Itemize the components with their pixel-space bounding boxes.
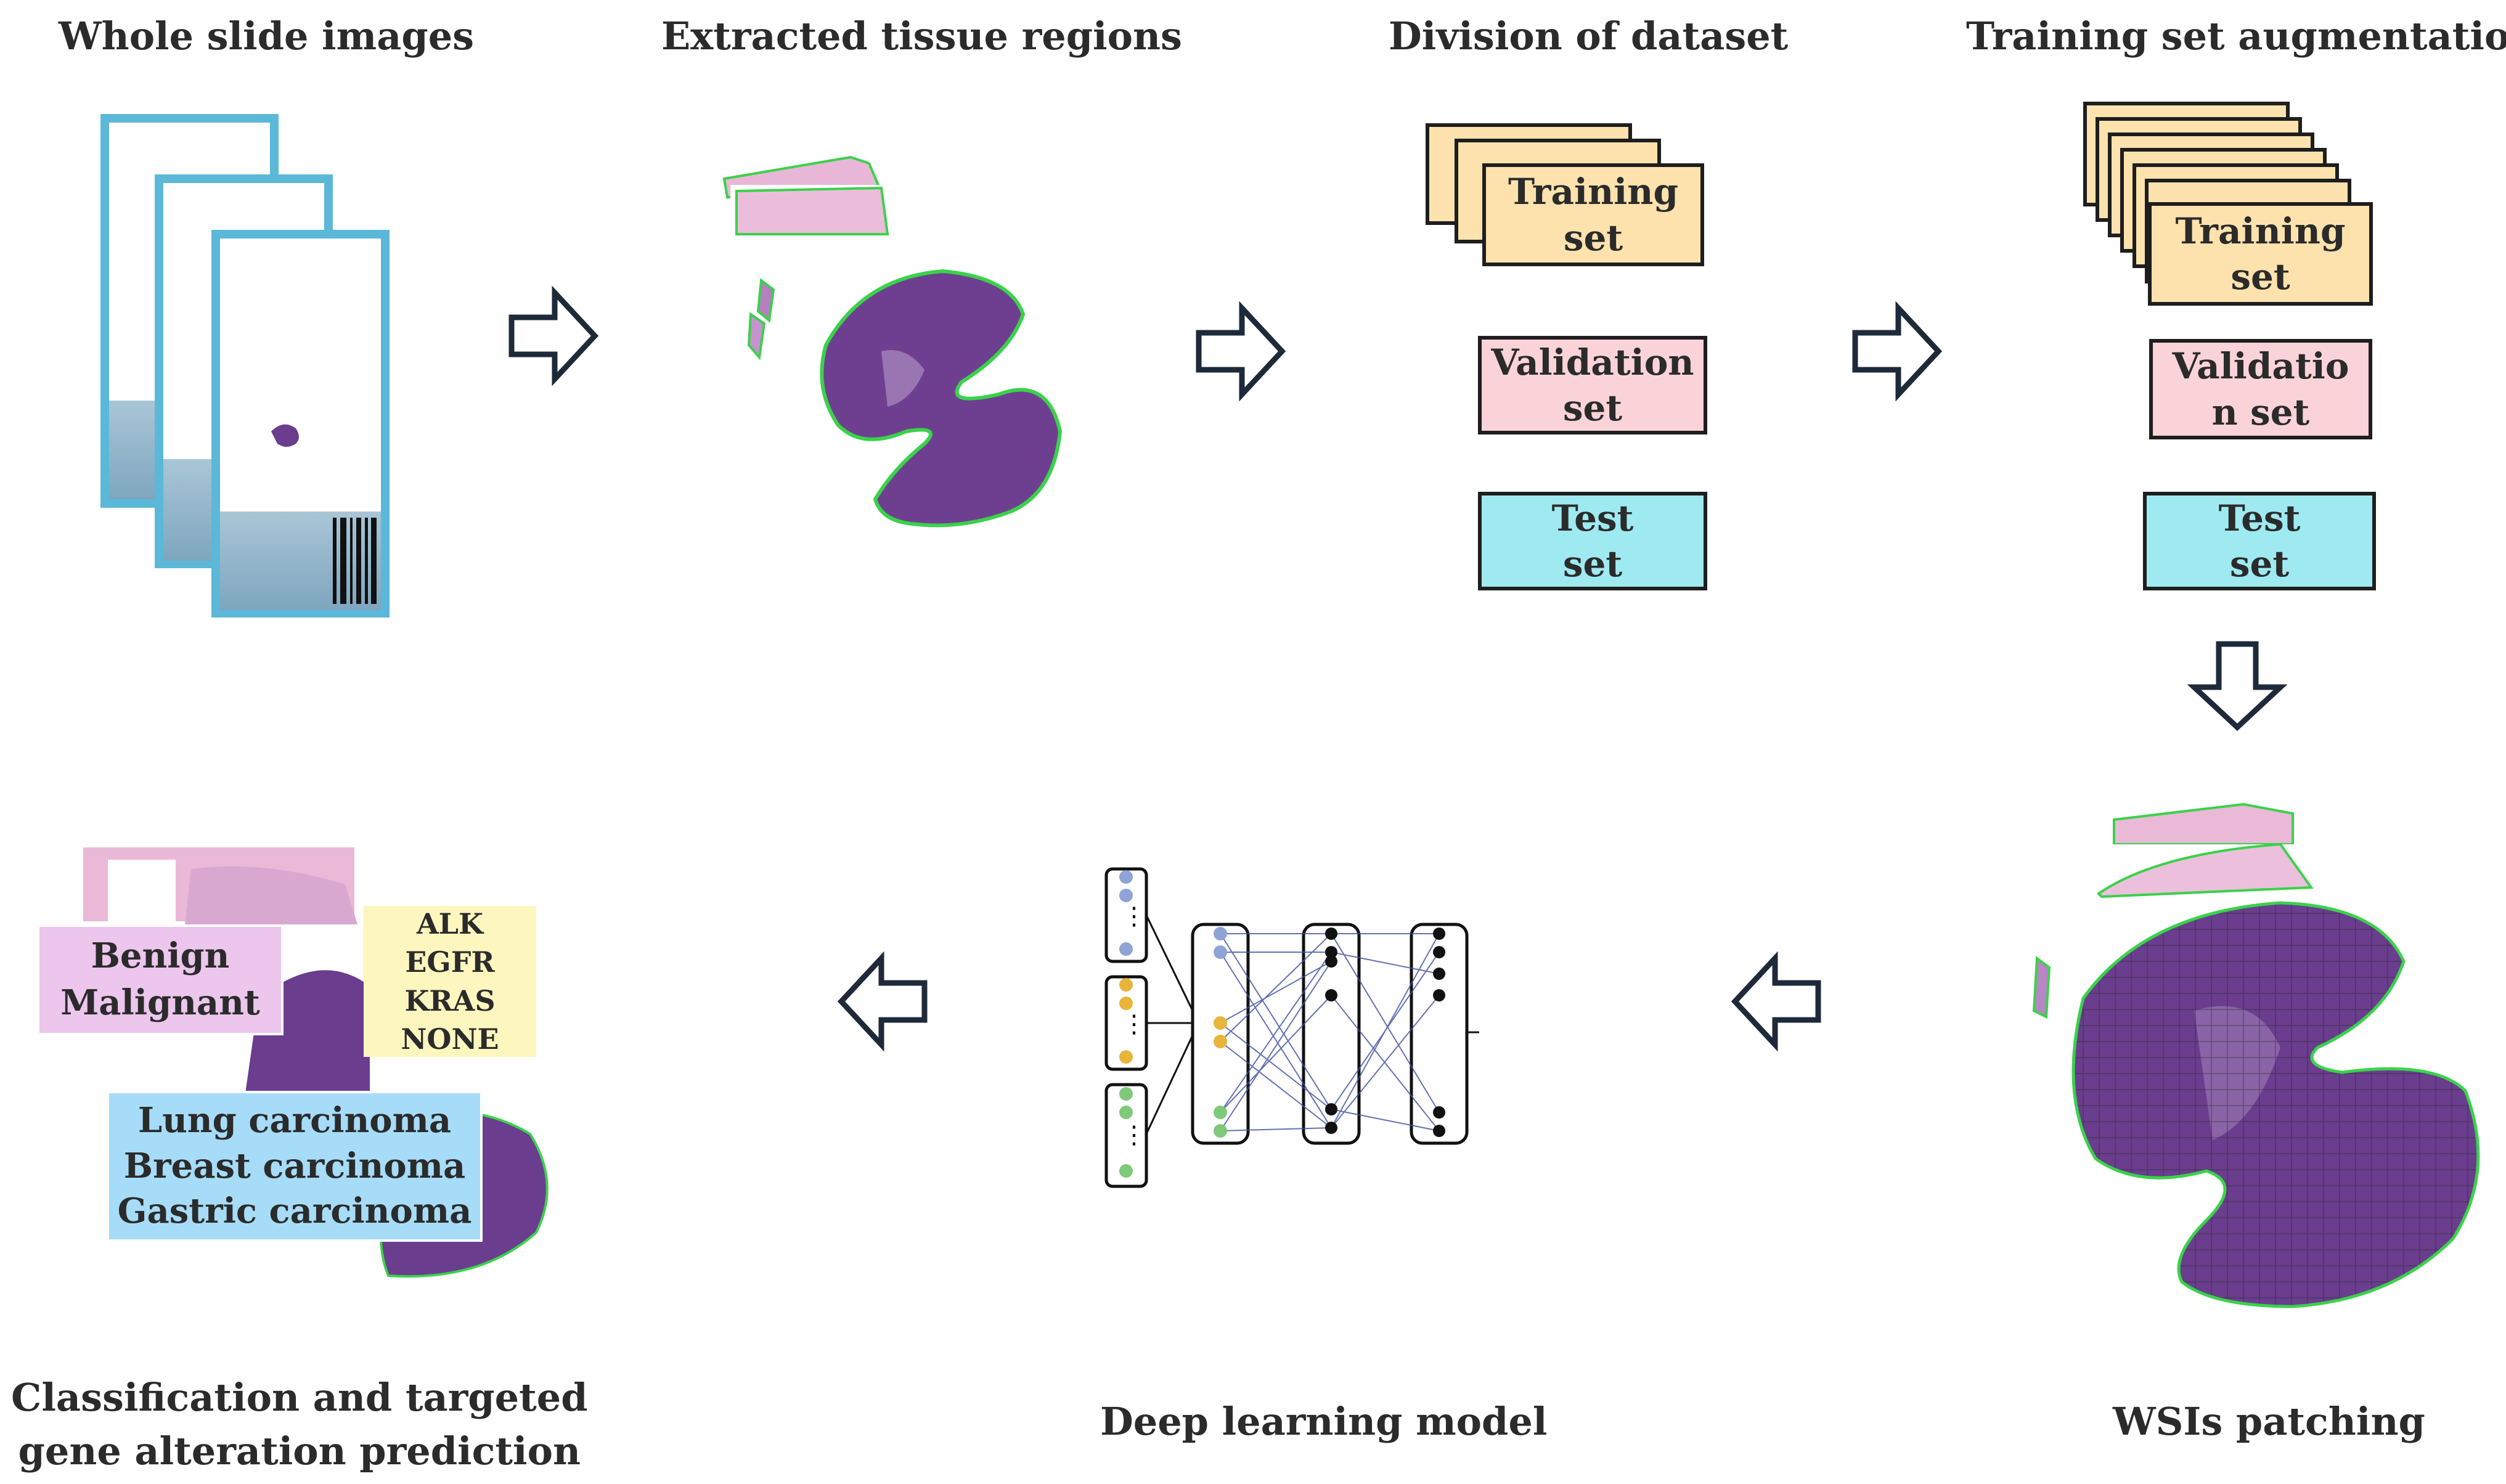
- title-classification-line2: gene alteration prediction: [18, 1428, 581, 1474]
- division-test-label-1: Test: [1551, 497, 1634, 539]
- aug-validation-label-2: n set: [2211, 391, 2310, 433]
- tissue-sample-icon: [271, 424, 299, 447]
- arrow-right-2-icon: [1196, 301, 1286, 402]
- cancer-label-gastric: Gastric carcinoma: [117, 1191, 472, 1232]
- gene-label-alk: ALK: [416, 907, 483, 941]
- division-validation-label-1: Validation: [1491, 341, 1694, 383]
- class-label-malignant: Malignant: [60, 982, 260, 1023]
- class-label-benign: Benign: [91, 936, 230, 977]
- aug-validation-label-1: Validatio: [2172, 345, 2349, 388]
- division-validation-label-2: set: [1562, 387, 1623, 429]
- gene-alteration-box: ALK EGFR KRAS NONE: [364, 906, 536, 1057]
- arrow-left-1-icon: [1731, 951, 1821, 1052]
- aug-training-label-2: set: [2231, 256, 2290, 298]
- arrow-down-icon: [2187, 641, 2288, 732]
- barcode-icon: [333, 518, 377, 604]
- aug-validation-set: Validatio n set: [2149, 339, 2372, 439]
- arrow-left-2-icon: [837, 951, 928, 1052]
- title-extracted-tissue-regions: Extracted tissue regions: [661, 14, 1182, 59]
- aug-training-label-1: Training: [2175, 210, 2346, 252]
- division-training-set: Training set: [1482, 163, 1704, 266]
- benign-malignant-box: Benign Malignant: [37, 924, 284, 1035]
- carcinoma-type-box: Lung carcinoma Breast carcinoma Gastric …: [107, 1091, 483, 1242]
- cancer-label-lung: Lung carcinoma: [137, 1099, 452, 1141]
- arrow-right-1-icon: [508, 285, 599, 386]
- gene-label-kras: KRAS: [404, 984, 496, 1017]
- svg-text:⋮: ⋮: [1122, 1010, 1146, 1038]
- title-whole-slide-images: Whole slide images: [59, 14, 475, 59]
- gene-label-none: NONE: [401, 1022, 499, 1056]
- division-test-set: Test set: [1478, 492, 1707, 590]
- title-deep-learning-model: Deep learning model: [1100, 1399, 1548, 1444]
- svg-text:⋮: ⋮: [1122, 1121, 1146, 1149]
- title-classification: Classification and targeted gene alterat…: [11, 1371, 588, 1478]
- aug-test-set: Test set: [2143, 492, 2376, 590]
- division-training-label-2: set: [1563, 216, 1623, 259]
- aug-test-label-1: Test: [2218, 497, 2301, 539]
- title-classification-line1: Classification and targeted: [11, 1375, 588, 1420]
- division-test-label-2: set: [1562, 543, 1623, 585]
- svg-text:⋮: ⋮: [1122, 902, 1146, 931]
- title-wsis-patching: WSIs patching: [2113, 1399, 2425, 1444]
- slide-3: [211, 230, 390, 618]
- aug-test-label-2: set: [2229, 543, 2290, 585]
- aug-training-set: Training set: [2148, 202, 2373, 306]
- arrow-right-3-icon: [1852, 301, 1943, 402]
- gene-label-egfr: EGFR: [405, 945, 495, 979]
- cancer-label-breast: Breast carcinoma: [123, 1145, 466, 1186]
- title-division-of-dataset: Division of dataset: [1389, 14, 1789, 59]
- division-training-label-1: Training: [1508, 171, 1679, 213]
- division-validation-set: Validation set: [1478, 336, 1707, 434]
- title-training-set-augmentation: Training set augmentation: [1966, 14, 2506, 59]
